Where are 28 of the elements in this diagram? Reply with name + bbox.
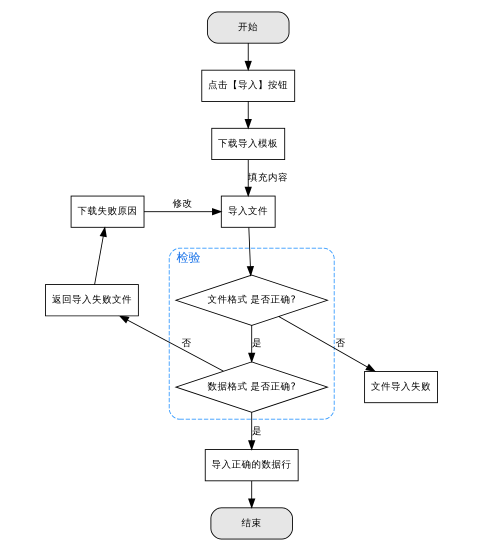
arrow: [248, 480, 255, 509]
edge-label: 修改: [172, 198, 192, 210]
arrow: [278, 316, 376, 372]
arrow: [248, 325, 255, 364]
arrow: [244, 159, 252, 198]
node-diamond: 文件格式 是否正确?: [174, 274, 328, 326]
node-box: 下载导入模板: [210, 128, 285, 160]
arrow: [143, 208, 222, 216]
edge-label: 填充内容: [248, 172, 288, 184]
edge-label: 是: [251, 426, 262, 437]
node-diamond: 数据格式 是否正确?: [174, 361, 328, 413]
arrow: [244, 101, 252, 130]
node-box: 导入正确的数据行: [204, 449, 298, 482]
arrow: [94, 226, 106, 285]
node-box: 点击【导入】按钮: [200, 70, 295, 102]
node-box: 结束: [210, 507, 292, 540]
edge-label: 是: [251, 338, 262, 350]
arrow: [244, 42, 252, 72]
arrow: [248, 412, 255, 451]
node-box: 导入文件: [220, 196, 276, 228]
arrow: [118, 315, 224, 372]
edge-label: 否: [181, 338, 192, 350]
edge-label: 否: [334, 338, 345, 350]
node-box: 下载失败原因: [70, 196, 144, 228]
node-box: 开始: [206, 12, 289, 44]
arrow: [246, 227, 254, 277]
node-box: 返回导入失败文件: [44, 284, 138, 316]
node-box: 文件导入失败: [364, 371, 438, 404]
